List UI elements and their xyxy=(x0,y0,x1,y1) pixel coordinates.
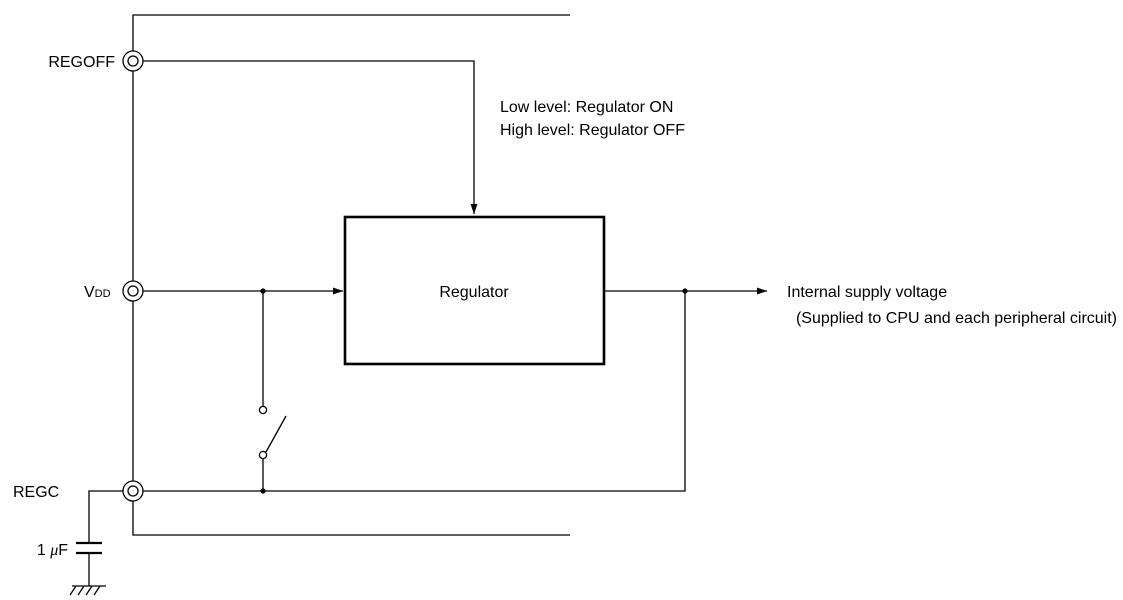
output-sublabel: (Supplied to CPU and each peripheral cir… xyxy=(796,310,1117,327)
regulator-label: Regulator xyxy=(439,284,509,301)
capacitor-symbol xyxy=(76,490,123,586)
control-note-high: High level: Regulator OFF xyxy=(500,122,685,139)
pin-regoff xyxy=(122,50,144,72)
vdd-label: VDD xyxy=(84,284,111,301)
bypass-switch xyxy=(258,291,287,491)
regc-wire xyxy=(143,291,686,492)
regc-label: REGC xyxy=(13,484,59,501)
output-junction-dot xyxy=(682,288,688,294)
capacitor-value: 1 μF xyxy=(37,542,68,559)
control-note-low: Low level: Regulator ON xyxy=(500,99,673,116)
regoff-label: REGOFF xyxy=(48,54,115,71)
output-label: Internal supply voltage xyxy=(787,284,947,301)
chip-outline xyxy=(132,14,570,536)
pin-regc xyxy=(122,480,144,502)
pin-vdd xyxy=(122,280,144,302)
ground-icon xyxy=(69,585,106,596)
regoff-control-wire xyxy=(143,60,478,214)
regulator-block xyxy=(343,215,606,366)
